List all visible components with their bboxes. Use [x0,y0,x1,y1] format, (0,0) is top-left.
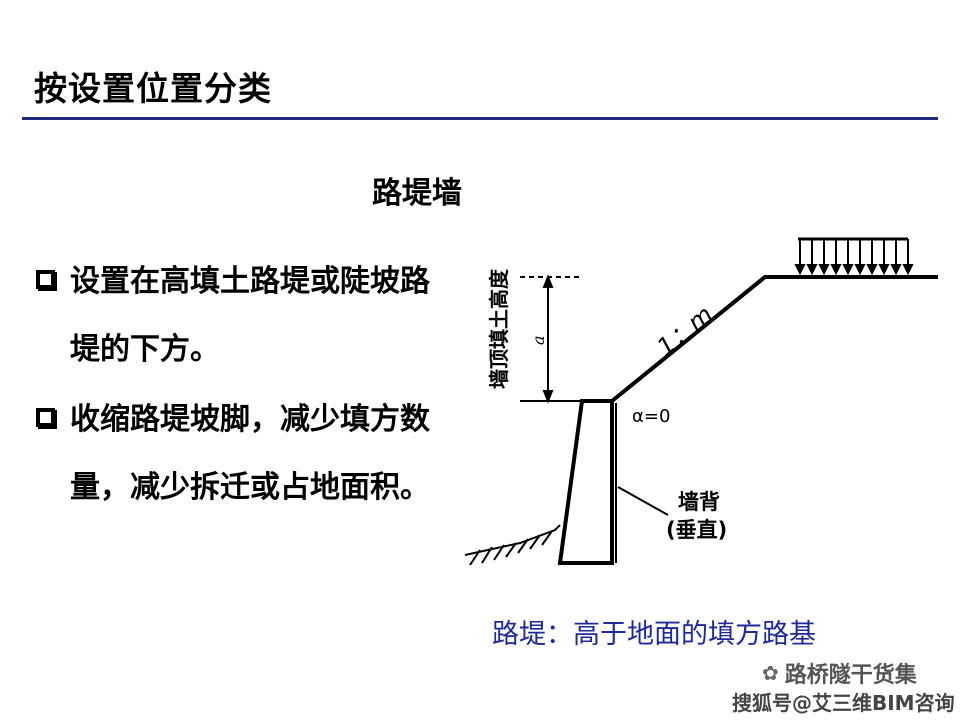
hollow-square-icon [36,270,57,291]
watermark-channel: ✿ 路桥隧干货集 [762,657,917,689]
embankment-slope [610,275,938,403]
bullet-item: 设置在高填土路堤或陡坡路堤的下方。 [36,248,436,384]
title-divider [22,117,938,120]
alpha-label: α=0 [632,406,670,427]
height-symbol: a [529,335,548,345]
page-title: 按设置位置分类 [34,69,272,108]
height-dimension [520,274,580,404]
wall-back-label: 墙背 [678,490,720,514]
hollow-square-icon [36,408,57,429]
wechat-icon: ✿ [762,661,779,685]
embankment-wall-diagram: a 墙顶填土高度 1：m α=0 墙背 (垂直) [464,237,938,566]
watermark-channel-text: 路桥隧干货集 [784,663,917,688]
watermark-source: 搜狐号@艾三维BIM咨询 [732,691,955,715]
wall-back-leader [617,486,669,516]
diagram-subtitle: 路堤墙 [372,176,462,211]
bullet-list: 设置在高填土路堤或陡坡路堤的下方。 收缩路堤坡脚，减少填方数量，减少拆迁或占地面… [36,248,436,524]
vertical-height-label: 墙顶填土高度 [487,268,511,389]
retaining-wall [557,399,614,565]
bullet-item: 收缩路堤坡脚，减少填方数量，减少拆迁或占地面积。 [36,386,436,522]
diagram-caption: 路堤：高于地面的填方路基 [492,619,816,650]
ground-hatch [464,524,561,566]
slope-ratio-label: 1：m [652,300,718,361]
bullet-text: 设置在高填土路堤或陡坡路堤的下方。 [70,264,430,367]
surface-load [794,237,914,276]
wall-back-sub-label: (垂直) [666,518,727,542]
bullet-text: 收缩路堤坡脚，减少填方数量，减少拆迁或占地面积。 [70,402,430,505]
